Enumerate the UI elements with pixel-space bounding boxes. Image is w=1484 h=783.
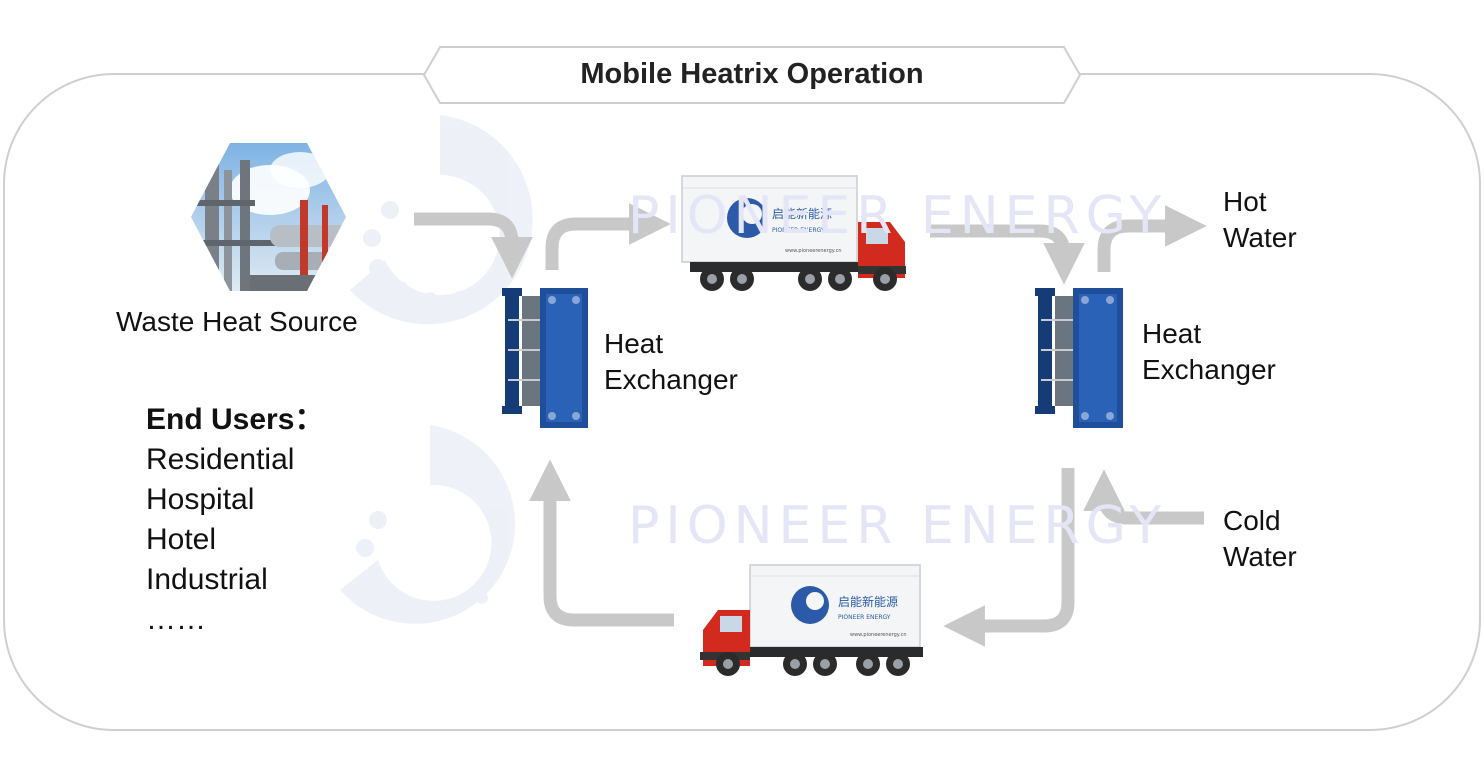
heat-exchanger-right-label: Heat Exchanger <box>1142 316 1276 388</box>
truck-top-image: 启能新能源 PIONEER ENERGY www.pioneerenergy.c… <box>681 175 906 291</box>
arrow-source-to-exchanger <box>414 212 533 279</box>
truck-bottom-brand-en: PIONEER ENERGY <box>838 614 891 621</box>
cold-water-line2: Water <box>1223 541 1297 572</box>
end-user-item: Industrial <box>146 563 268 596</box>
end-user-item: Residential <box>146 443 295 476</box>
cold-water-label: Cold Water <box>1223 503 1297 575</box>
truck-bottom-image: 启能新能源 PIONEER ENERGY www.pioneerenergy.c… <box>700 564 923 676</box>
end-user-item: Hospital <box>146 483 255 516</box>
background-logo-top <box>350 115 533 325</box>
arrow-truck-top-to-exchanger <box>930 224 1085 285</box>
truck-top-brand-en: PIONEER ENERGY <box>772 227 825 234</box>
end-users-list: End Users： Residential Hospital Hotel In… <box>146 400 324 640</box>
heat-exchanger-left-line2: Exchanger <box>604 364 738 395</box>
arrow-exchanger-to-truck-top <box>545 203 671 270</box>
cold-water-line1: Cold <box>1223 505 1281 536</box>
truck-bottom-url: www.pioneerenergy.cn <box>850 632 907 638</box>
end-user-item: Hotel <box>146 523 217 556</box>
heat-exchanger-left-label: Heat Exchanger <box>604 326 738 398</box>
watermark-top: PIONEER ENERGY <box>628 186 1168 246</box>
background-logo-bottom <box>340 425 516 624</box>
heat-exchanger-left-image <box>502 288 588 428</box>
hot-water-line1: Hot <box>1223 186 1267 217</box>
waste-heat-source-image <box>191 143 346 291</box>
truck-bottom-brand-cn: 启能新能源 <box>838 594 898 609</box>
end-users-heading: End Users： <box>146 403 325 436</box>
heat-exchanger-right-image <box>1035 288 1123 428</box>
hot-water-label: Hot Water <box>1223 184 1297 256</box>
watermark-bottom: PIONEER ENERGY <box>628 496 1168 556</box>
arrow-exchanger-to-truck-bottom <box>943 468 1075 647</box>
truck-top-url: www.pioneerenergy.cn <box>785 248 842 254</box>
page-title: Mobile Heatrix Operation <box>580 57 924 90</box>
title-banner <box>422 46 1082 104</box>
arrow-cold-water-in <box>1083 469 1204 525</box>
waste-heat-source-label: Waste Heat Source <box>116 306 358 337</box>
end-user-item: …… <box>146 603 206 636</box>
hot-water-line2: Water <box>1223 222 1297 253</box>
arrow-truck-bottom-to-exchanger <box>529 459 674 627</box>
heat-exchanger-right-line1: Heat <box>1142 318 1202 349</box>
heat-exchanger-left-line1: Heat <box>604 328 664 359</box>
heat-exchanger-right-line2: Exchanger <box>1142 354 1276 385</box>
arrow-hot-water-out <box>1097 205 1207 272</box>
truck-top-brand-cn: 启能新能源 <box>772 206 832 221</box>
